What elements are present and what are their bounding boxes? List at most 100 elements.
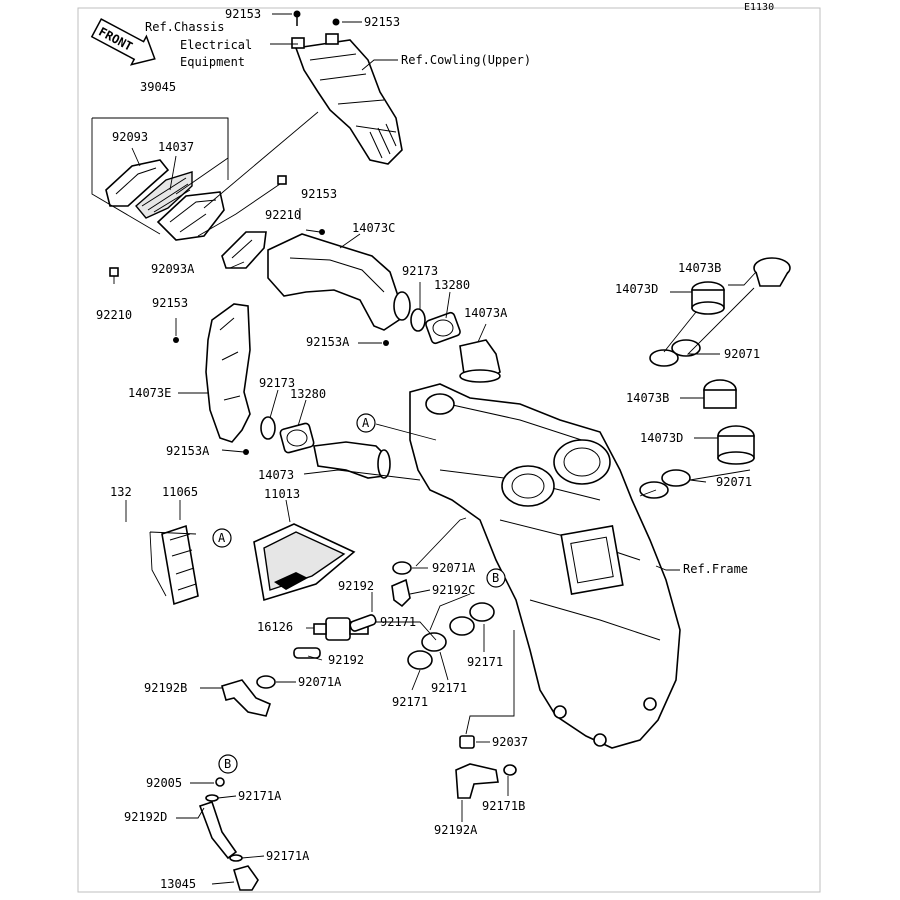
callout-a-lower: A <box>212 528 232 548</box>
label-11065: 11065 <box>162 485 198 499</box>
bolt-top-left <box>293 10 301 26</box>
bolt-top-right <box>332 18 340 26</box>
label-92153-a: 92153 <box>225 7 261 21</box>
label-92153a-a: 92153A <box>306 335 350 349</box>
callout-a-lower-label: A <box>218 531 226 545</box>
bolt-92153a-upper <box>383 340 389 346</box>
hose-92192b <box>221 675 276 717</box>
clamp-92173-lower <box>260 416 276 440</box>
clip-92210-upper <box>277 175 287 185</box>
label-14073e: 14073E <box>128 386 171 400</box>
ring-92071-lower-a <box>639 481 669 499</box>
funnel-14073d-upper <box>691 281 725 315</box>
fitting-92037 <box>459 735 475 749</box>
grommet-92071a <box>392 561 412 575</box>
ref-cowling: Ref.Cowling(Upper) <box>401 53 531 67</box>
mesh-screen <box>135 171 193 219</box>
label-92192-b: 92192 <box>328 653 364 667</box>
bolt-side <box>173 337 179 343</box>
frame-airbox <box>409 383 681 749</box>
label-92192c: 92192C <box>432 583 475 597</box>
label-16126: 16126 <box>257 620 293 634</box>
duct-box-lower <box>221 231 267 269</box>
label-92153-c: 92153 <box>301 187 337 201</box>
funnel-14073b-lower <box>703 379 737 409</box>
ring-92071-upper-b <box>671 339 701 357</box>
gasket-13280-lower <box>279 422 315 454</box>
cap-92005 <box>215 777 225 787</box>
callout-b-lower: B <box>218 754 238 774</box>
label-132: 132 <box>110 485 132 499</box>
label-92192d: 92192D <box>124 810 167 824</box>
label-92153-b: 92153 <box>364 15 400 29</box>
callout-a-upper-label: A <box>362 416 370 430</box>
hose-92192a <box>455 763 499 799</box>
label-13045: 13045 <box>160 877 196 891</box>
label-14073c: 14073C <box>352 221 395 235</box>
hose-92192d <box>198 800 238 860</box>
label-13280-b: 13280 <box>290 387 326 401</box>
ring-92071-lower-b <box>661 469 691 487</box>
label-92005: 92005 <box>146 776 182 790</box>
clip-92171b <box>503 764 517 776</box>
air-filter-11013 <box>253 523 356 602</box>
label-92210-a: 92210 <box>265 208 301 222</box>
elbow-14073 <box>313 441 391 479</box>
callout-b-lower-label: B <box>224 757 231 771</box>
label-92171-b: 92171 <box>467 655 503 669</box>
label-92173-a: 92173 <box>402 264 438 278</box>
label-92093: 92093 <box>112 130 148 144</box>
label-92071-a: 92071 <box>724 347 760 361</box>
funnel-14073b-upper <box>753 257 791 287</box>
clamps-92171-group <box>407 602 495 670</box>
bolt-duct <box>319 229 325 235</box>
ref-electrical: Electrical <box>180 38 252 52</box>
label-92171-a: 92171 <box>380 615 416 629</box>
label-13280-a: 13280 <box>434 278 470 292</box>
label-92071a-a: 92071A <box>432 561 476 575</box>
callout-b-upper: B <box>486 568 506 588</box>
label-92153a-b: 92153A <box>166 444 210 458</box>
label-92171b: 92171B <box>482 799 525 813</box>
funnel-14073d-lower <box>717 425 755 465</box>
clip-92171a-lower <box>229 854 243 862</box>
label-92171a-b: 92171A <box>266 849 310 863</box>
label-14037: 14037 <box>158 140 194 154</box>
label-14073: 14073 <box>258 468 294 482</box>
label-92192a: 92192A <box>434 823 478 837</box>
label-92173-b: 92173 <box>259 376 295 390</box>
label-14073b-a: 14073B <box>678 261 721 275</box>
hose-92192c <box>391 578 411 608</box>
intake-duct-14073e <box>205 303 251 443</box>
page-border <box>77 7 821 893</box>
callout-a-upper: A <box>356 413 376 433</box>
clip-92210-lower <box>109 267 119 277</box>
drain-13045 <box>233 865 259 891</box>
label-14073d-b: 14073D <box>640 431 683 445</box>
labels: Ref.Chassis Electrical Equipment Ref.Cow… <box>96 7 760 891</box>
label-92171a-a: 92171A <box>238 789 282 803</box>
callout-b-upper-label: B <box>492 571 499 585</box>
clamp-92173-upper <box>410 308 426 332</box>
label-14073b-b: 14073B <box>626 391 669 405</box>
label-92037: 92037 <box>492 735 528 749</box>
label-11013: 11013 <box>264 487 300 501</box>
label-92153-d: 92153 <box>152 296 188 310</box>
elbow-14073a <box>459 339 501 383</box>
label-92071a-b: 92071A <box>298 675 342 689</box>
diagram-id: E1130 <box>744 2 774 13</box>
leader-lines <box>91 13 757 885</box>
label-39045: 39045 <box>140 80 176 94</box>
label-14073d-a: 14073D <box>615 282 658 296</box>
label-92192: 92192 <box>338 579 374 593</box>
upper-bracket <box>291 33 403 165</box>
filter-cover-11065 <box>161 524 199 606</box>
label-14073a: 14073A <box>464 306 508 320</box>
duct-box <box>156 191 225 241</box>
label-92093a: 92093A <box>151 262 195 276</box>
bolt-92153a-lower <box>243 449 249 455</box>
ref-frame: Ref.Frame <box>683 562 748 576</box>
intake-duct-14073c <box>267 233 411 331</box>
clip-92171a-upper <box>205 794 219 802</box>
